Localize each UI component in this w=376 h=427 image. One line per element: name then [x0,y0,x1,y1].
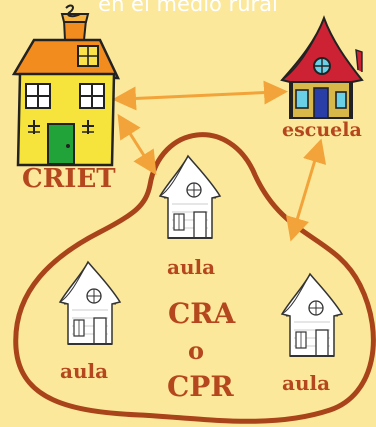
escuela-label: escuela [282,119,362,141]
criet-house [11,4,121,167]
cra-label: CRA [168,297,236,330]
o-label: o [188,336,205,365]
aula-label-right: aula [282,371,331,395]
criet-label: CRIET [22,164,116,194]
arrow-criet-cra [117,113,157,176]
escuela-house [280,15,364,119]
arrow-escuela-cra [285,138,327,242]
cpr-label: CPR [167,370,234,403]
aula-label-top: aula [167,255,216,279]
arrow-criet-escuela [112,80,288,111]
cra-boundary [13,132,376,424]
aula-house-top [159,155,221,239]
aula-label-left: aula [60,359,109,383]
diagram-title: en el medio rural [98,0,278,16]
aula-house-right [281,273,343,357]
aula-house-left [59,261,121,345]
